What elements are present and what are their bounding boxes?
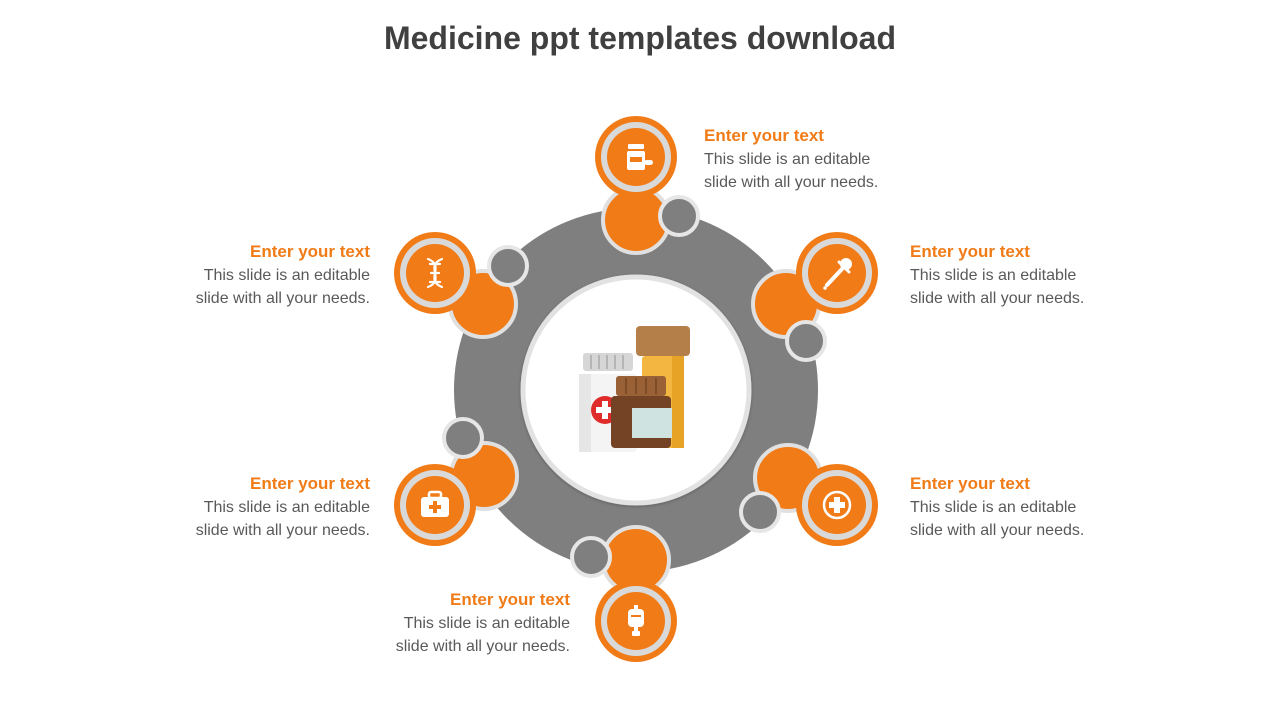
- badge-bottom: [595, 580, 677, 662]
- caption-body-line: slide with all your needs.: [110, 519, 370, 542]
- caption-body-line: This slide is an editable: [310, 612, 570, 635]
- caption-top: Enter your text This slide is an editabl…: [704, 124, 964, 194]
- caption-body-line: This slide is an editable: [110, 496, 370, 519]
- caption-top-left: Enter your text This slide is an editabl…: [110, 240, 370, 310]
- caption-bottom: Enter your text This slide is an editabl…: [310, 588, 570, 658]
- caption-heading: Enter your text: [110, 472, 370, 496]
- caption-heading: Enter your text: [704, 124, 964, 148]
- caption-body-line: slide with all your needs.: [110, 287, 370, 310]
- badge-bottom-right: [796, 464, 878, 546]
- caption-body-line: slide with all your needs.: [310, 635, 570, 658]
- caption-bottom-left: Enter your text This slide is an editabl…: [110, 472, 370, 542]
- caption-heading: Enter your text: [310, 588, 570, 612]
- caption-body-line: This slide is an editable: [910, 496, 1170, 519]
- caption-bottom-right: Enter your text This slide is an editabl…: [910, 472, 1170, 542]
- badge-top-right: [796, 232, 878, 314]
- caption-body-line: slide with all your needs.: [910, 287, 1170, 310]
- caption-heading: Enter your text: [910, 472, 1170, 496]
- caption-heading: Enter your text: [110, 240, 370, 264]
- caption-body-line: This slide is an editable: [110, 264, 370, 287]
- caption-heading: Enter your text: [910, 240, 1170, 264]
- caption-body-line: slide with all your needs.: [704, 171, 964, 194]
- caption-body-line: This slide is an editable: [704, 148, 964, 171]
- badge-top: [595, 116, 677, 198]
- caption-body-line: slide with all your needs.: [910, 519, 1170, 542]
- dna-icon: [428, 259, 442, 287]
- badge-bottom-left: [394, 464, 476, 546]
- badge-top-left: [394, 232, 476, 314]
- caption-top-right: Enter your text This slide is an editabl…: [910, 240, 1170, 310]
- caption-body-line: This slide is an editable: [910, 264, 1170, 287]
